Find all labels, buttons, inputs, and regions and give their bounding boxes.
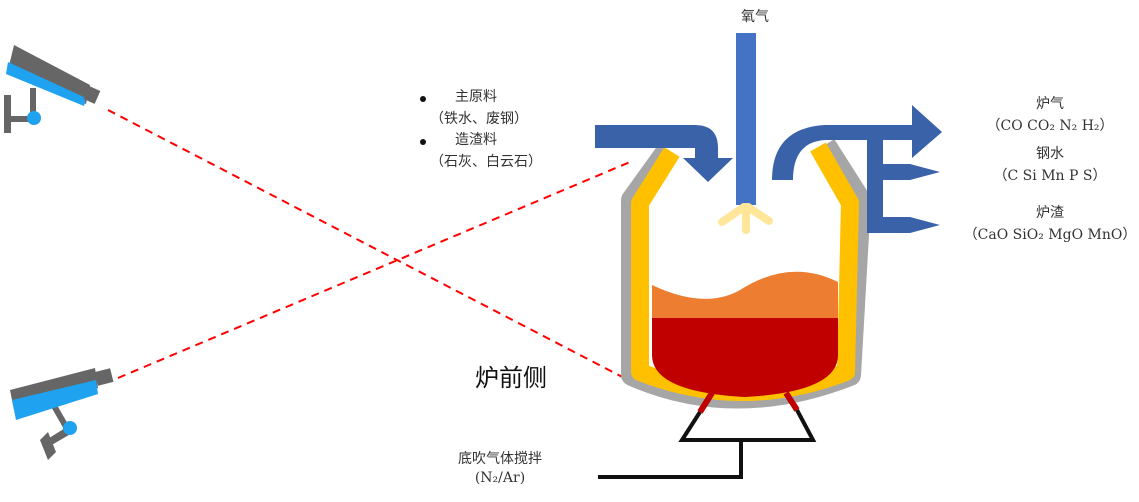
tuyere-right [783, 391, 800, 412]
furnace-gas-detail: （CO CO₂ N₂ H₂） [986, 118, 1114, 134]
feed-arrow [595, 125, 733, 182]
slag-material-label: 造渣料 [455, 132, 497, 148]
furnace-front-label: 炉前侧 [475, 364, 547, 392]
slag-detail: （CaO SiO₂ MgO MnO） [963, 227, 1137, 243]
camera-icon-top [4, 45, 101, 133]
slag-material-detail: （石灰、白云石） [430, 154, 542, 170]
oxygen-flame [718, 203, 773, 234]
sightline-bottom-camera [117, 161, 631, 379]
slag-arrow [883, 217, 940, 233]
main-material-label: 主原料 [455, 89, 497, 105]
camera-icon-bottom [10, 368, 114, 460]
molten-steel-detail: （C Si Mn P S） [993, 168, 1107, 184]
furnace-gas-label: 炉气 [1036, 96, 1064, 112]
bottom-blow-line [598, 440, 743, 479]
oxygen-lance [736, 33, 756, 205]
slag-label: 炉渣 [1036, 205, 1064, 221]
bottom-blow-label: 底吹气体搅拌 [458, 451, 542, 467]
molten-steel [652, 318, 838, 397]
furnace-gas-arrow [772, 105, 942, 180]
sightline-top-camera [107, 109, 633, 383]
tuyere-left [697, 391, 715, 414]
molten-steel-label: 钢水 [1036, 146, 1064, 162]
outlet-manifold [867, 125, 883, 233]
bottom-blow-pipe [678, 409, 817, 442]
oxygen-label: 氧气 [741, 9, 769, 25]
slag-layer [652, 271, 838, 318]
molten-steel-arrow [883, 164, 940, 180]
bullet-main-material [420, 96, 426, 102]
main-material-detail: （铁水、废钢） [430, 111, 528, 127]
bottom-blow-gas: (N₂/Ar) [474, 470, 526, 486]
bullet-slag-material [420, 139, 426, 145]
